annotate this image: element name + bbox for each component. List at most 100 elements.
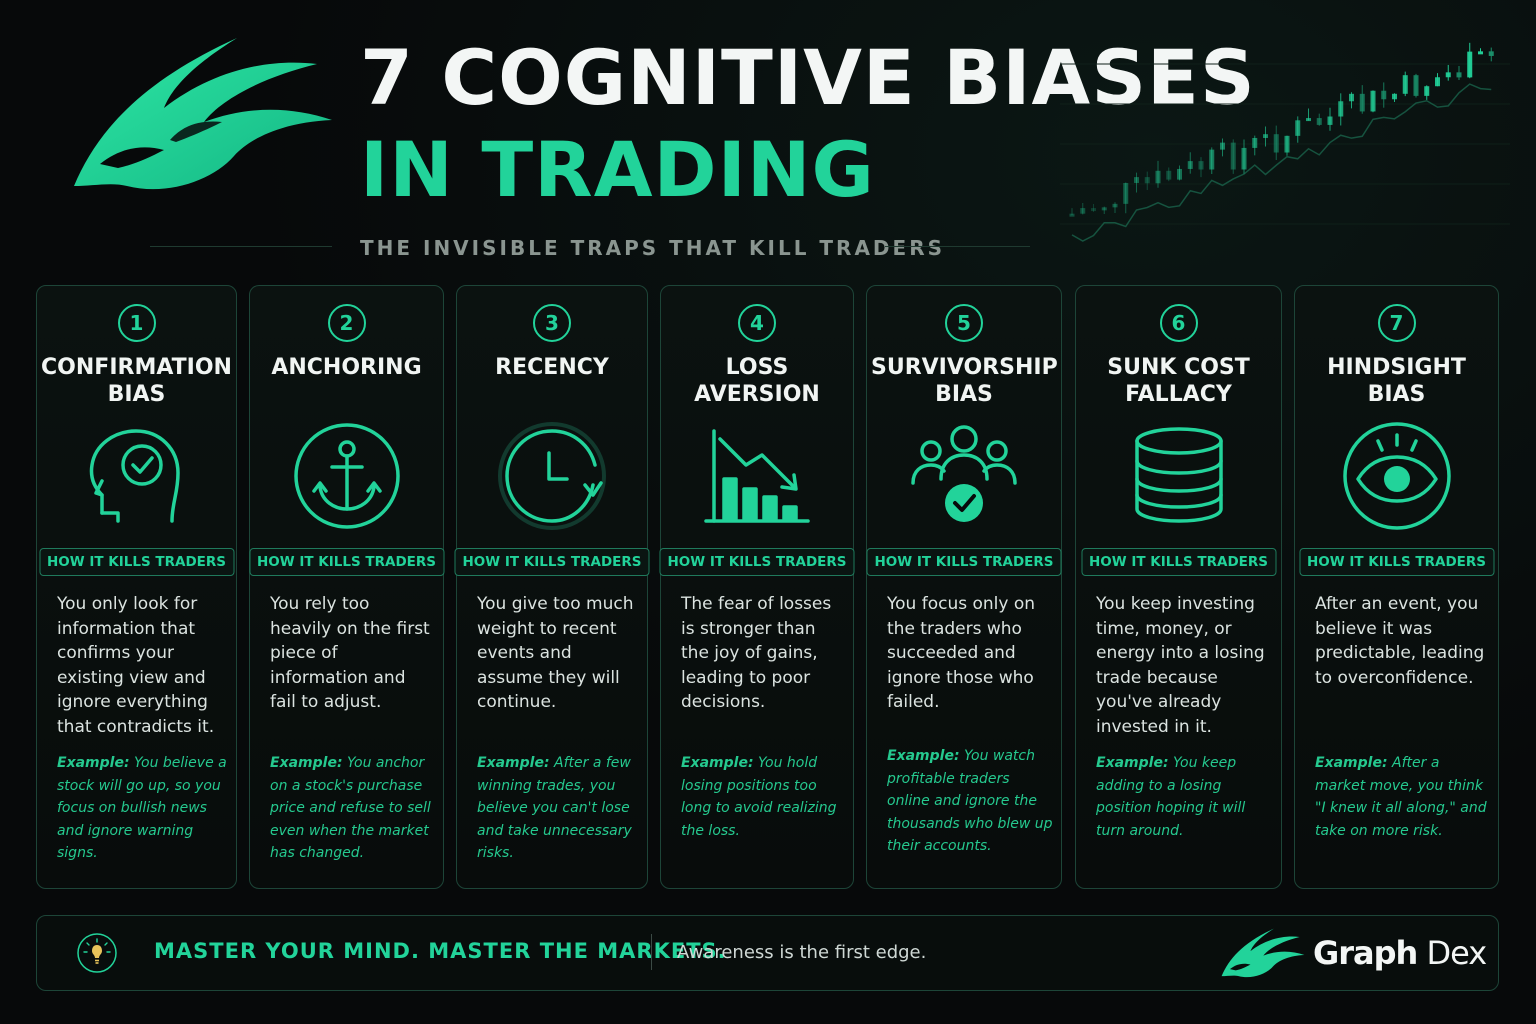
bias-number: 1: [117, 304, 156, 342]
footer-tagline: Awareness is the first edge.: [677, 942, 927, 963]
bias-name: HINDSIGHT BIAS: [1327, 355, 1466, 407]
candle-body: [1112, 203, 1118, 208]
candle-body: [1435, 77, 1440, 87]
bias-name: ANCHORING: [271, 355, 422, 380]
bias-card-4: 4 LOSS AVERSION HOW IT KILLS TRADERS The…: [659, 285, 855, 889]
bias-number: 6: [1159, 304, 1198, 342]
candle-body: [1209, 149, 1215, 170]
how-it-kills-badge: HOW IT KILLS TRADERS: [38, 548, 235, 576]
bias-name: SUNK COST FALLACY: [1107, 355, 1250, 407]
bias-description: The fear of losses is stronger than the …: [681, 594, 832, 712]
bias-card-5: 5 SURVIVORSHIP BIAS HOW IT KILLS TRADERS…: [866, 285, 1062, 889]
bias-example: Example: You keep adding to a losing pos…: [1096, 752, 1273, 842]
candle-body: [1155, 170, 1161, 184]
clock-icon: [498, 422, 606, 530]
candle-body: [1445, 72, 1451, 78]
brand-logo-icon: [1221, 928, 1305, 978]
bias-name: RECENCY: [495, 355, 609, 380]
example-text: After a few winning trades, you believe …: [477, 755, 632, 861]
candle-body: [1467, 51, 1473, 78]
how-it-kills-badge: HOW IT KILLS TRADERS: [454, 548, 650, 576]
candle-body: [1080, 208, 1086, 214]
candle-body: [1177, 168, 1182, 180]
bias-number: 4: [738, 304, 776, 342]
bias-example: Example: You hold losing positions too l…: [681, 752, 845, 842]
candle-body: [1413, 75, 1419, 96]
bias-card-2: 2 ANCHORING HOW IT KILLS TRADERS You rel…: [248, 285, 445, 889]
bias-example: Example: You watch profitable traders on…: [887, 745, 1053, 858]
candlestick-chart-icon: [1060, 42, 1510, 242]
bias-card-1: 1 CONFIRMATION BIAS HOW IT KILLS TRADERS…: [36, 285, 237, 889]
subtitle-row: THE INVISIBLE TRAPS THAT KILL TRADERS: [150, 232, 1030, 262]
footer-motto: MASTER YOUR MIND. MASTER THE MARKETS.: [154, 939, 727, 963]
how-it-kills-badge: HOW IT KILLS TRADERS: [1298, 548, 1495, 576]
example-text: You hold losing positions too long to av…: [681, 755, 837, 839]
bias-example: Example: After a few winning trades, you…: [477, 752, 639, 865]
candle-body: [1295, 120, 1301, 136]
candle-body: [1230, 142, 1236, 170]
example-text: You believe a stock will go up, so you f…: [57, 755, 227, 861]
example-label: Example:: [1315, 755, 1388, 771]
candle-body: [1478, 51, 1483, 55]
bias-number: 7: [1377, 304, 1416, 342]
head-check-icon: [89, 429, 180, 523]
candle-body: [1091, 208, 1096, 212]
example-text: You anchor on a stock's purchase price a…: [270, 755, 431, 861]
chart-trend-line: [1071, 83, 1492, 242]
bias-example: Example: You anchor on a stock's purchas…: [270, 752, 435, 865]
candle-body: [1134, 177, 1139, 183]
how-it-kills-badge: HOW IT KILLS TRADERS: [248, 548, 445, 576]
example-label: Example:: [57, 755, 130, 771]
subtitle-rule-right: [885, 246, 1030, 247]
example-text: After a market move, you think "I knew i…: [1315, 755, 1487, 839]
lightbulb-icon: [77, 933, 117, 973]
candle-body: [1424, 86, 1430, 96]
candle-body: [1327, 116, 1333, 125]
bias-name: LOSS AVERSION: [694, 355, 820, 407]
bias-card-3: 3 RECENCY HOW IT KILLS TRADERS You give …: [454, 285, 650, 889]
title-line-2: IN TRADING: [360, 125, 875, 214]
bias-description: You focus only on the traders who succee…: [887, 594, 1036, 712]
candle-body: [1370, 90, 1376, 112]
bias-example: Example: After a market move, you think …: [1315, 752, 1490, 842]
title-line-1: 7 COGNITIVE BIASES: [360, 33, 1256, 122]
bias-description: You give too much weight to recent event…: [477, 594, 634, 712]
example-label: Example:: [1096, 755, 1169, 771]
candle-body: [1359, 93, 1365, 112]
candle-body: [1069, 213, 1075, 217]
bias-description: After an event, you believe it was predi…: [1315, 594, 1485, 688]
candle-body: [1252, 137, 1258, 148]
brand-name-part1: Graph: [1313, 934, 1418, 972]
candle-body: [1220, 142, 1225, 150]
bias-number: 2: [327, 304, 366, 342]
candle-body: [1263, 134, 1268, 138]
candle-body: [1241, 147, 1247, 170]
candle-body: [1101, 207, 1107, 211]
coin-stack-icon: [1134, 427, 1223, 523]
declining-chart-icon: [704, 429, 810, 523]
people-check-icon: [911, 425, 1017, 522]
bias-card-6: 6 SUNK COST FALLACY HOW IT KILLS TRADERS…: [1075, 285, 1282, 889]
candle-body: [1273, 134, 1279, 153]
page-title: 7 COGNITIVE BIASES IN TRADING: [360, 40, 1256, 208]
example-label: Example:: [887, 748, 960, 764]
candle-body: [1488, 51, 1494, 56]
candle-body: [1187, 161, 1193, 169]
bias-card-7: 7 HINDSIGHT BIAS HOW IT KILLS TRADERS Af…: [1294, 285, 1499, 889]
candle-body: [1198, 161, 1204, 170]
eye-icon: [1342, 422, 1451, 530]
how-it-kills-badge: HOW IT KILLS TRADERS: [659, 548, 855, 576]
bias-number: 5: [945, 304, 983, 342]
candle-body: [1392, 93, 1397, 100]
candle-body: [1123, 182, 1129, 204]
candle-body: [1306, 118, 1311, 122]
candle-body: [1402, 75, 1408, 94]
anchor-icon: [293, 423, 400, 529]
example-label: Example:: [270, 755, 343, 771]
example-label: Example:: [477, 755, 550, 771]
candle-body: [1456, 72, 1462, 78]
example-label: Example:: [681, 755, 754, 771]
candle-body: [1381, 90, 1387, 100]
subtitle: THE INVISIBLE TRAPS THAT KILL TRADERS: [360, 236, 946, 260]
candle-body: [1338, 101, 1344, 117]
